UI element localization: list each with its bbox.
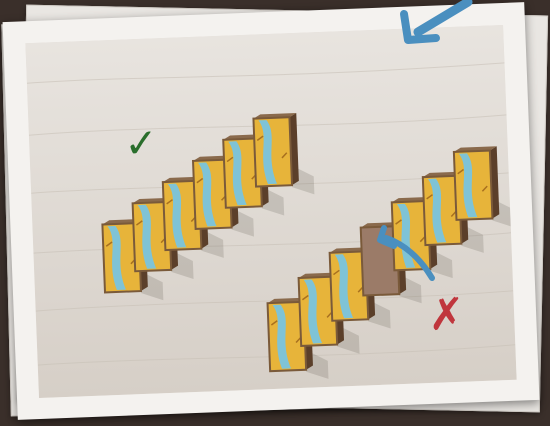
correct-check-icon: ✓ [123,120,158,167]
photo-scene: ✓ ✗ [25,25,516,398]
wrong-x-icon: ✗ [427,289,466,341]
photo-card: ✓ ✗ [3,2,540,420]
domino-scene: ✓ ✗ [25,25,516,398]
